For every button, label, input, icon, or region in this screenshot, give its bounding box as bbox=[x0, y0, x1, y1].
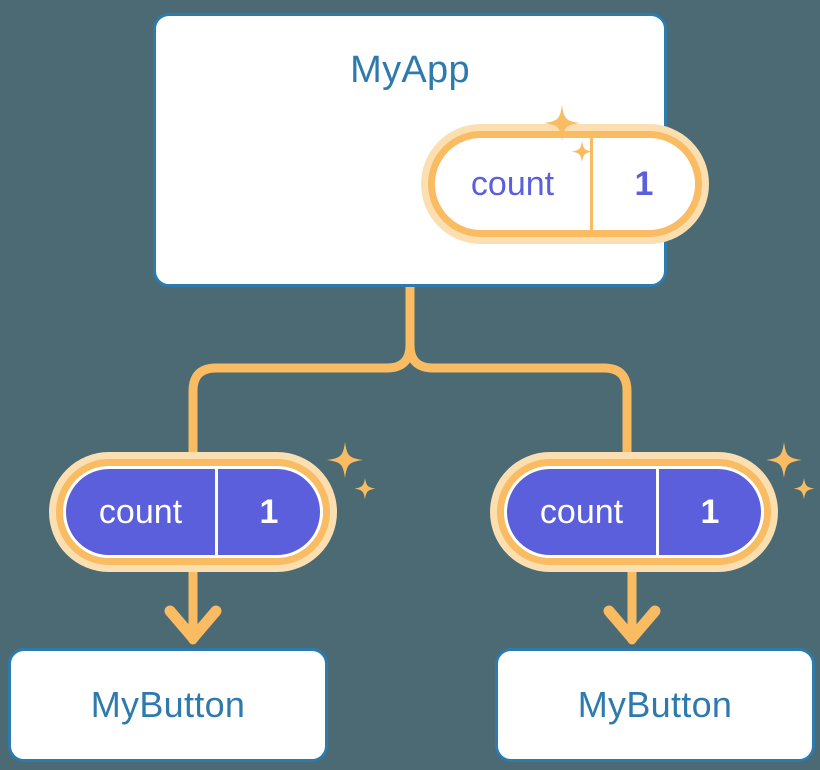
state-pill-child-right[interactable]: count 1 bbox=[490, 452, 778, 572]
state-pill-ring: count 1 bbox=[56, 459, 330, 565]
sparkle-icon bbox=[793, 478, 815, 500]
branch-connector-left bbox=[188, 282, 415, 457]
app-card[interactable]: MyApp count 1 bbox=[153, 13, 709, 287]
state-pill-body: count 1 bbox=[63, 466, 323, 558]
page-title: MyApp bbox=[350, 49, 470, 91]
state-pill-ring: count 1 bbox=[428, 131, 702, 237]
state-pill-body: count 1 bbox=[504, 466, 764, 558]
arrow-head-right bbox=[603, 605, 661, 644]
sparkle-icon bbox=[354, 478, 376, 500]
state-key-label: count bbox=[66, 469, 218, 555]
state-pill-body: count 1 bbox=[435, 138, 695, 230]
state-value-label: 1 bbox=[634, 164, 654, 203]
arrow-head-left bbox=[164, 605, 222, 644]
sparkle-icon bbox=[766, 442, 802, 478]
state-pill-app[interactable]: count 1 bbox=[421, 124, 709, 244]
state-value-label: 1 bbox=[700, 492, 720, 531]
state-key-label: count bbox=[507, 469, 659, 555]
button-card-right[interactable]: MyButton bbox=[495, 648, 815, 762]
button-card-left[interactable]: MyButton bbox=[8, 648, 328, 762]
button-card-label: MyButton bbox=[90, 684, 246, 725]
state-pill-child-left[interactable]: count 1 bbox=[49, 452, 337, 572]
sparkle-icon bbox=[327, 442, 363, 478]
state-pill-ring: count 1 bbox=[497, 459, 771, 565]
state-key-label: count bbox=[435, 138, 593, 230]
branch-connector-right bbox=[405, 282, 632, 457]
state-value-label: 1 bbox=[259, 492, 279, 531]
button-card-label: MyButton bbox=[577, 684, 733, 725]
